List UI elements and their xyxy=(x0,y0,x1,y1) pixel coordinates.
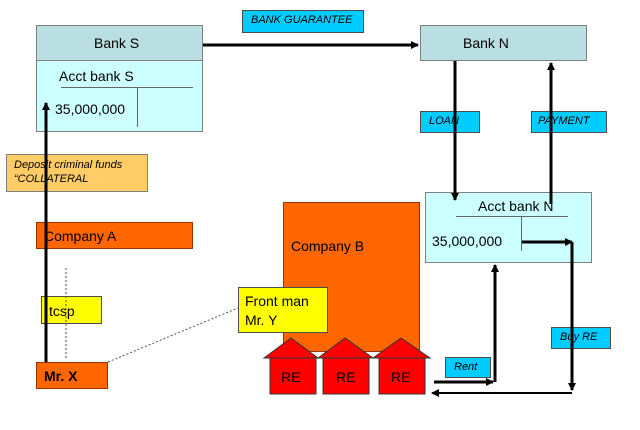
loan-label: LOAN xyxy=(429,115,459,127)
deposit-note-line1: Deposit criminal funds xyxy=(14,159,123,171)
real-estate-label: RE xyxy=(391,369,411,385)
buy-re-tag: Buy RE xyxy=(551,327,611,349)
real-estate-house xyxy=(262,337,320,395)
front-man-box: Front man Mr. Y xyxy=(238,287,328,333)
front-man-line1: Front man xyxy=(245,293,309,309)
real-estate-house xyxy=(316,337,375,395)
account-n-title: Acct bank N xyxy=(478,198,554,214)
t-account-hline xyxy=(456,216,568,217)
t-account-hline xyxy=(61,87,193,88)
deposit-note: Deposit criminal funds “COLLATERAL xyxy=(6,154,148,192)
t-account-vline xyxy=(137,87,138,127)
mr-x-box: Mr. X xyxy=(36,362,108,389)
bank-s-title: Bank S xyxy=(94,35,140,51)
company-b-label: Company B xyxy=(291,238,365,254)
account-n-box: Acct bank N 35,000,000 xyxy=(425,192,592,263)
bank-s-account: Acct bank S 35,000,000 xyxy=(36,60,203,132)
bank-s-account-title: Acct bank S xyxy=(59,68,134,84)
company-a-box: Company A xyxy=(36,222,193,249)
account-n-debit-value: 35,000,000 xyxy=(432,233,503,249)
tcsp-label: tcsp xyxy=(49,303,75,319)
deposit-note-line2: “COLLATERAL xyxy=(14,173,89,185)
real-estate-label: RE xyxy=(281,369,301,385)
bank-guarantee-label: BANK GUARANTEE xyxy=(251,14,353,26)
buy-re-label: Buy RE xyxy=(560,331,598,343)
real-estate-house xyxy=(371,337,432,395)
bank-guarantee-tag: BANK GUARANTEE xyxy=(242,10,364,33)
rent-tag: Rent xyxy=(445,357,491,378)
company-a-label: Company A xyxy=(44,228,117,244)
loan-tag: LOAN xyxy=(420,111,480,133)
t-account-vline xyxy=(521,216,522,251)
bank-n-title: Bank N xyxy=(463,35,509,51)
bank-s-debit-value: 35,000,000 xyxy=(55,101,126,117)
bank-n-box: Bank N xyxy=(420,25,587,61)
real-estate-label: RE xyxy=(336,369,356,385)
front-man-dotted-link xyxy=(107,307,239,363)
mr-x-label: Mr. X xyxy=(44,368,78,384)
tcsp-box: tcsp xyxy=(41,296,102,324)
front-man-line2: Mr. Y xyxy=(245,312,278,328)
rent-label: Rent xyxy=(454,361,478,373)
